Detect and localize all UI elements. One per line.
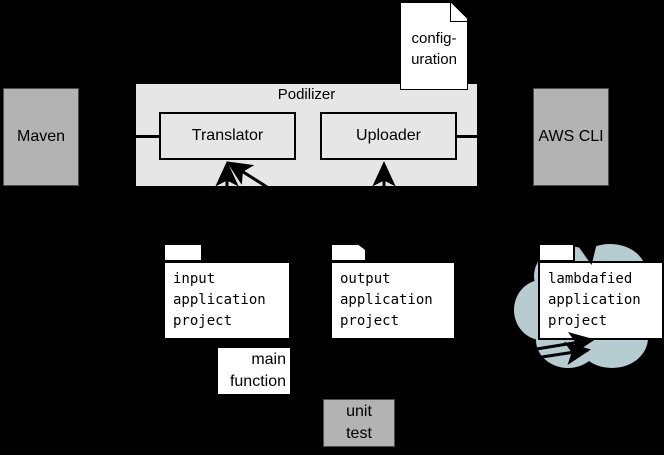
main-function-artifact[interactable]: main function	[217, 347, 291, 395]
input-application-project-package[interactable]: input application project	[163, 261, 291, 340]
output-application-project-package[interactable]: output application project	[330, 261, 456, 340]
connector-uploader-awscli	[456, 135, 478, 138]
note-fold-corner-icon	[450, 2, 470, 22]
lambdafied-application-project-package[interactable]: lambdafied application project	[538, 261, 664, 340]
maven-system[interactable]: Maven	[3, 88, 79, 186]
configuration-note[interactable]	[400, 2, 468, 90]
uploader-component[interactable]: Uploader	[320, 112, 457, 160]
lambdafied-package-tab	[538, 243, 575, 262]
unit-test-artifact[interactable]: unit test	[323, 399, 395, 447]
input-package-tab	[163, 243, 203, 262]
translator-component[interactable]: Translator	[159, 112, 296, 160]
configuration-note-label: config- uration	[411, 30, 457, 68]
podilizer-label: Podilizer	[277, 86, 336, 103]
output-package-tab	[330, 243, 367, 262]
aws-cli-system[interactable]: AWS CLI	[533, 88, 609, 186]
connector-maven-translator	[136, 135, 160, 138]
